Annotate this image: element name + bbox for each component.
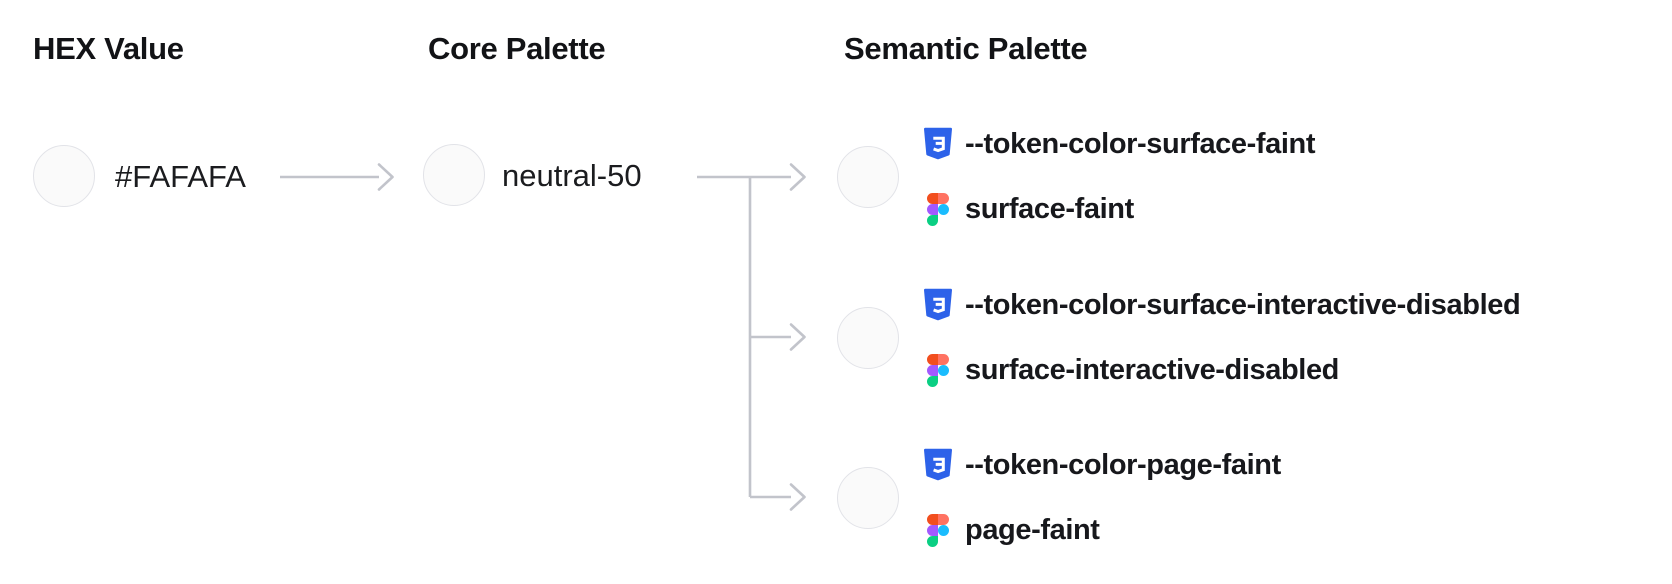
arrowhead: [789, 163, 806, 191]
arrowhead: [377, 163, 394, 191]
css3-icon: [923, 288, 953, 323]
arrowhead: [789, 483, 806, 511]
css3-icon: [923, 448, 953, 483]
arrowhead: [789, 323, 806, 351]
column-header-semantic-palette: Semantic Palette: [844, 31, 1088, 66]
figma-token-name: surface-interactive-disabled: [965, 353, 1339, 386]
figma-icon: [923, 513, 953, 547]
css-token-name: --token-color-surface-interactive-disabl…: [965, 288, 1521, 321]
figma-icon: [923, 353, 953, 387]
core-palette-name: neutral-50: [502, 158, 642, 193]
color-swatch-semantic: [837, 306, 899, 369]
color-swatch-core: [423, 144, 485, 206]
css-token-name: --token-color-surface-faint: [965, 127, 1316, 160]
css-token-name: --token-color-page-faint: [965, 448, 1281, 481]
semantic-token-row: --token-color-surface-faint surface-fain…: [837, 123, 1316, 230]
figma-token-name: page-faint: [965, 513, 1100, 546]
branch-trunk: [697, 175, 791, 499]
color-swatch-semantic: [837, 466, 899, 529]
css3-icon: [923, 127, 953, 162]
semantic-token-row: --token-color-page-faint page-faint: [837, 444, 1281, 551]
column-header-hex-value: HEX Value: [33, 31, 184, 66]
color-swatch-semantic: [837, 145, 899, 208]
hex-value-label: #FAFAFA: [115, 159, 246, 194]
figma-token-name: surface-faint: [965, 192, 1134, 225]
column-header-core-palette: Core Palette: [428, 31, 606, 66]
semantic-token-row: --token-color-surface-interactive-disabl…: [837, 284, 1521, 391]
color-swatch-hex: [33, 145, 95, 207]
figma-icon: [923, 192, 953, 226]
